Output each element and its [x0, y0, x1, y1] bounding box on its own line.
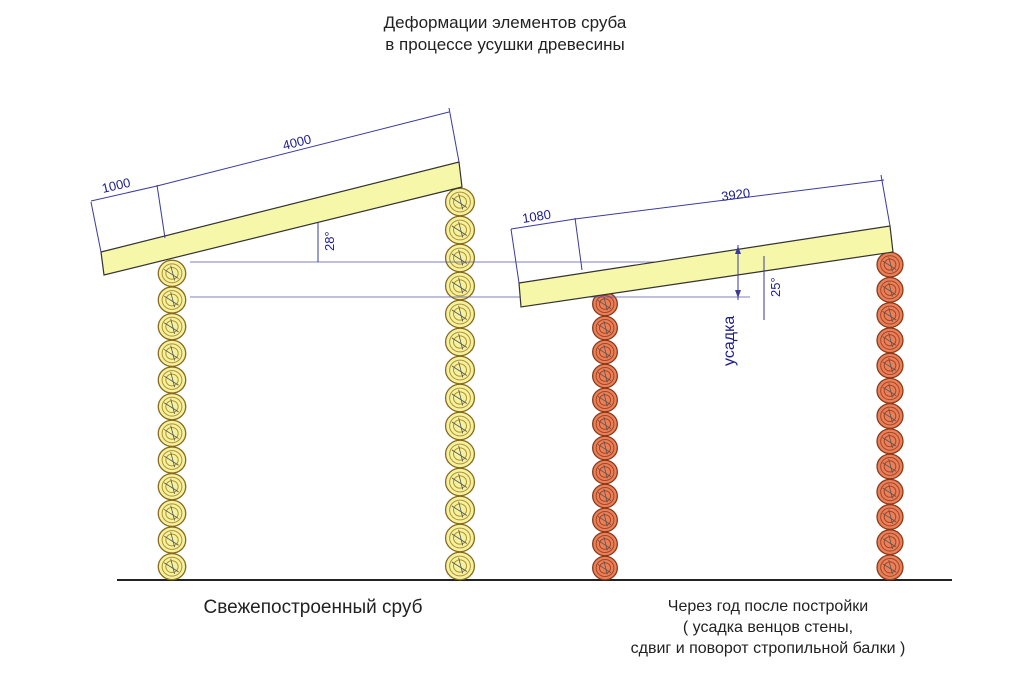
right-wall-left-log [592, 363, 618, 389]
left-wall-right-log [444, 271, 476, 301]
right-wall-right-log [876, 251, 904, 278]
right-wall-left-log [592, 507, 618, 533]
right-caption-line1: Через год после постройки [668, 598, 868, 615]
right-wall-left-log [592, 411, 618, 437]
right-caption-line3: сдвиг и поворот стропильной балки ) [631, 640, 906, 657]
left-wall-right-log [444, 327, 476, 357]
right-wall-right-log [876, 302, 904, 329]
right-wall-left-log [592, 555, 618, 581]
right-wall-right-log [876, 327, 904, 354]
right-wall-left-log [592, 531, 618, 557]
left-wall-left-log [157, 392, 187, 421]
left-wall-right-log [444, 383, 476, 413]
left-wall-left-log [157, 286, 187, 314]
left-dim-ext-3 [448, 107, 460, 163]
diagram-title-line1: Деформации элементов сруба [384, 13, 627, 32]
right-wall-left-log [592, 315, 618, 341]
left-wall-left-log [157, 366, 187, 394]
right-wall-left-log [592, 483, 618, 509]
left-dim-ext-2 [156, 184, 166, 239]
left-wall-left-log [157, 472, 187, 501]
left-wall-left-log [157, 446, 187, 474]
diagram-title-line2: в процессе усушки древесины [385, 35, 624, 54]
left-wall-right-log [444, 299, 476, 329]
right-dim-overhang-label: 1080 [521, 207, 552, 226]
left-wall-right-log [444, 439, 476, 469]
left-wall-right-log [444, 551, 476, 581]
right-dim-ext-3 [880, 174, 891, 227]
right-wall-right-log [876, 478, 904, 505]
right-dim-line-span [574, 179, 885, 220]
right-wall-right-log [876, 453, 904, 480]
right-wall-left-log [592, 435, 618, 461]
left-dim-overhang-label: 1000 [100, 175, 132, 196]
left-wall-column-left [157, 259, 187, 581]
left-caption: Свежепостроенный сруб [204, 597, 423, 618]
left-dim-line-overhang [90, 185, 158, 202]
right-wall-column-left [592, 291, 618, 581]
right-dim-line-overhang [510, 218, 576, 230]
left-wall-left-log [157, 339, 187, 368]
right-dim-ext-1 [510, 228, 520, 284]
left-wall-right-log [444, 243, 476, 273]
left-wall-left-log [157, 259, 187, 288]
left-wall-right-log [444, 495, 476, 525]
right-wall-right-log [876, 503, 904, 530]
right-wall-right-log [876, 428, 904, 455]
left-wall-left-log [157, 526, 187, 554]
right-angle-label: 25° [768, 277, 783, 297]
left-angle-label: 28° [322, 231, 337, 251]
left-wall-right-log [444, 411, 476, 441]
shrink-arrow-bottom-icon [735, 290, 741, 298]
right-caption-line2: ( усадка венцов стены, [683, 619, 853, 636]
shrink-label: усадка [721, 316, 738, 366]
right-wall-left-log [592, 459, 618, 485]
right-wall-left-log [592, 291, 618, 317]
right-wall-right-log [876, 377, 904, 404]
left-dim-ext-1 [90, 201, 102, 253]
right-rafter-beam [518, 225, 894, 308]
left-wall-left-log [157, 552, 187, 581]
right-wall-right-log [876, 352, 904, 379]
left-wall-right-log [444, 467, 476, 497]
left-wall-right-log [444, 355, 476, 385]
right-dim-span-label: 3920 [720, 185, 751, 204]
left-wall-right-log [444, 523, 476, 553]
left-dim-line-span [156, 111, 450, 187]
right-wall-right-log [876, 529, 904, 556]
right-wall-right-log [876, 276, 904, 303]
right-wall-column-right [876, 251, 904, 581]
left-rafter-beam [100, 161, 463, 276]
left-wall-right-log [444, 215, 476, 245]
right-wall-right-log [876, 554, 904, 581]
right-wall-right-log [876, 402, 904, 430]
right-wall-left-log [592, 339, 618, 365]
left-dim-span-label: 4000 [281, 131, 313, 153]
left-wall-left-log [157, 312, 187, 341]
left-wall-left-log [157, 499, 187, 528]
left-wall-column-right [444, 187, 476, 581]
shrink-arrow-top-icon [735, 246, 741, 254]
left-wall-right-log [444, 187, 476, 217]
left-wall-left-log [157, 419, 187, 448]
right-wall-left-log [592, 387, 618, 413]
right-dim-ext-2 [574, 217, 583, 271]
